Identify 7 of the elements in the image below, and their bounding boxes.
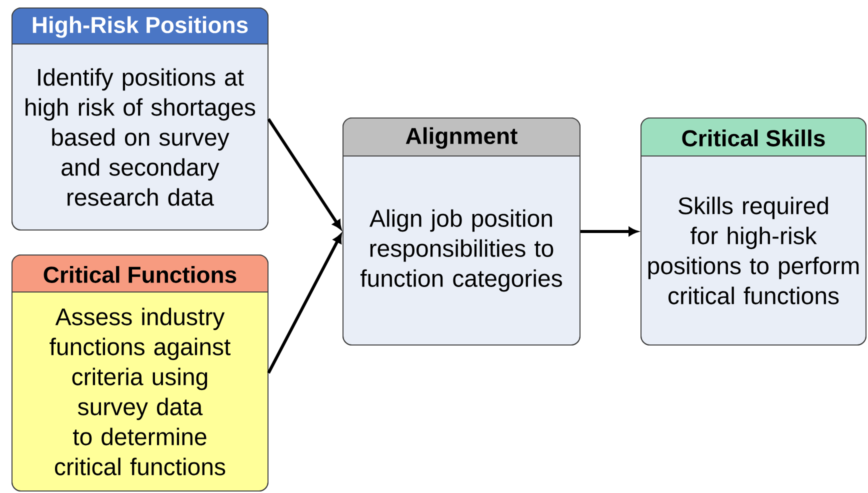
process-box: Critical Skills Skills required for high-risk positions to perform critical functions bbox=[640, 118, 866, 346]
process-box: High-Risk Positions Identify positions at high risk of shortages based on survey and secondary research data bbox=[12, 8, 268, 230]
arrow bbox=[267, 234, 342, 374]
arrow bbox=[580, 227, 638, 236]
process-box: Alignment Align job position responsibilities to function categories bbox=[342, 118, 580, 346]
arrow bbox=[267, 118, 342, 230]
process-box: Critical Functions Assess industry functions against criteria using survey data to determine critical functions bbox=[12, 254, 268, 492]
